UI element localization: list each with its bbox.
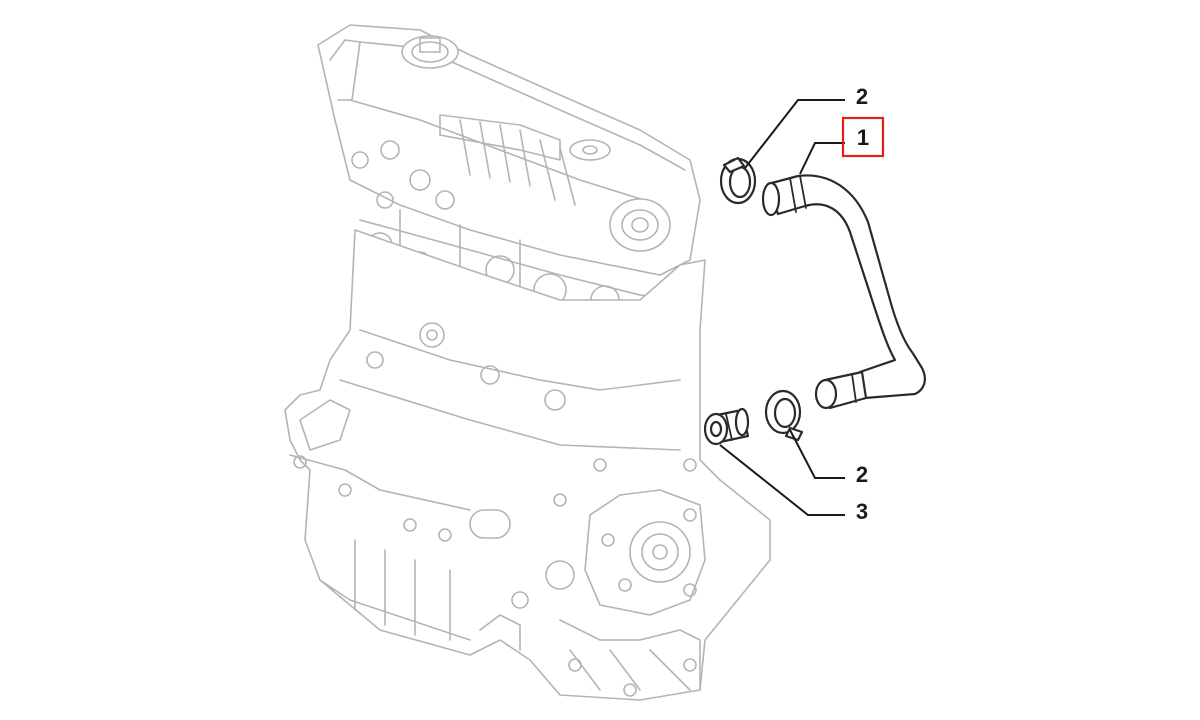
- hose-clamp-upper[interactable]: [719, 156, 757, 205]
- callout-label-2-lower[interactable]: 2: [856, 462, 868, 487]
- leader-line-3: [719, 444, 845, 516]
- hose-fitting[interactable]: [703, 407, 750, 446]
- hose-clamp-lower[interactable]: [764, 389, 804, 442]
- leader-line-2-upper: [744, 99, 845, 169]
- breather-hose[interactable]: [761, 174, 926, 410]
- engine-block: [284, 24, 771, 701]
- callout-label-3[interactable]: 3: [856, 499, 868, 524]
- leader-line-2-lower: [789, 429, 845, 479]
- callout-label-2-upper[interactable]: 2: [856, 84, 868, 109]
- leader-lines: [719, 99, 845, 516]
- callout-1-highlight-box: [841, 116, 885, 158]
- callout-label-1[interactable]: 1: [857, 125, 869, 150]
- leader-line-1: [799, 142, 845, 175]
